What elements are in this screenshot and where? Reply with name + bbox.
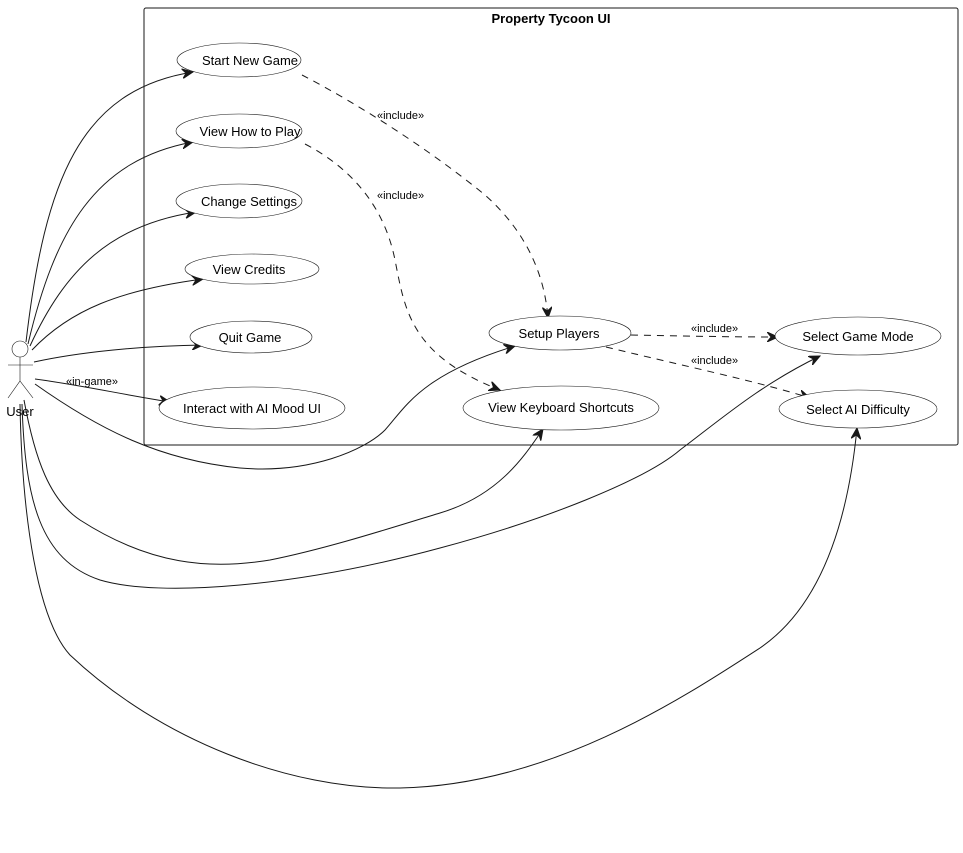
assoc-select-ai-difficulty — [19, 403, 857, 789]
use-case-view-credits[interactable]: View Credits — [184, 253, 320, 285]
assoc-start-new-game — [25, 72, 193, 343]
use-case-label: Start New Game — [202, 53, 298, 68]
use-case-label: Select Game Mode — [802, 329, 913, 344]
system-boundary — [143, 7, 959, 446]
use-case-quit-game[interactable]: Quit Game — [189, 320, 313, 354]
include-start-to-setup — [301, 74, 548, 318]
include-label-setup-mode: «include» — [691, 323, 738, 335]
assoc-interact-ai-mood — [34, 378, 170, 402]
include-label-howto-shortcuts: «include» — [377, 190, 424, 202]
use-case-start-new-game[interactable]: Start New Game — [176, 42, 302, 78]
assoc-setup-players — [34, 346, 515, 470]
use-case-label: View Credits — [213, 262, 286, 277]
use-case-label: Interact with AI Mood UI — [183, 401, 321, 416]
include-label-setup-difficulty: «include» — [691, 355, 738, 367]
use-case-label: Quit Game — [219, 330, 282, 345]
include-label-start-setup: «include» — [377, 110, 424, 122]
use-case-change-settings[interactable]: Change Settings — [175, 183, 303, 219]
system-title: Property Tycoon UI — [492, 11, 611, 26]
assoc-view-how-to-play — [27, 142, 193, 345]
assoc-view-keyboard-shortcuts — [23, 399, 543, 565]
use-case-view-keyboard-shortcuts[interactable]: View Keyboard Shortcuts — [462, 385, 660, 431]
include-setup-to-difficulty — [605, 346, 810, 398]
use-case-label: Select AI Difficulty — [806, 402, 910, 417]
assoc-select-game-mode — [21, 356, 820, 589]
assoc-quit-game — [33, 345, 203, 363]
assoc-view-credits — [31, 279, 203, 351]
include-howto-to-shortcuts — [304, 143, 500, 390]
include-setup-to-mode — [630, 335, 778, 337]
use-case-label: Change Settings — [201, 194, 298, 209]
in-game-label: «in-game» — [66, 376, 118, 388]
use-case-setup-players[interactable]: Setup Players — [488, 315, 632, 351]
actor-stick-figure-icon — [7, 340, 34, 399]
assoc-change-settings — [29, 212, 196, 347]
use-case-label: View Keyboard Shortcuts — [488, 400, 634, 415]
use-case-select-game-mode[interactable]: Select Game Mode — [774, 316, 942, 356]
use-case-interact-ai-mood[interactable]: Interact with AI Mood UI — [158, 386, 346, 430]
use-case-label: View How to Play — [200, 124, 301, 139]
use-case-view-how-to-play[interactable]: View How to Play — [175, 113, 303, 149]
use-case-select-ai-difficulty[interactable]: Select AI Difficulty — [778, 389, 938, 429]
use-case-label: Setup Players — [519, 326, 600, 341]
